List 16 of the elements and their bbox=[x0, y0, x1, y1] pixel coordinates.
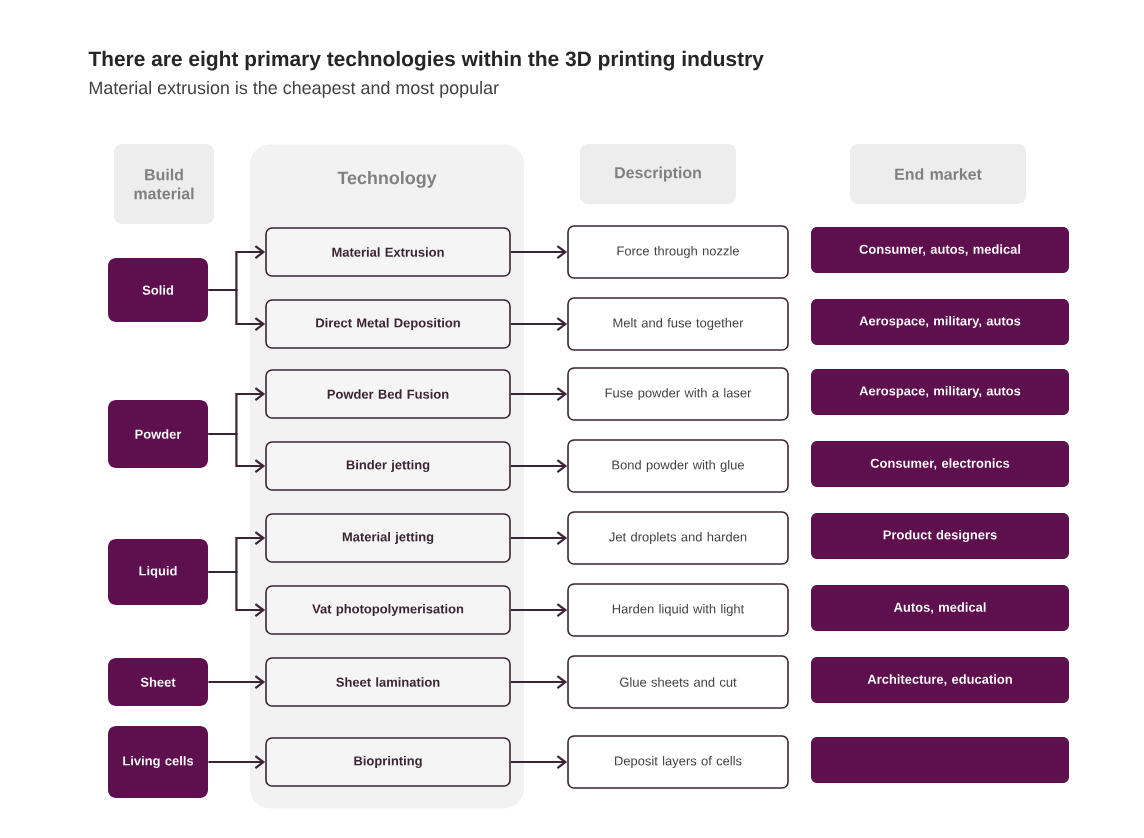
arrow bbox=[510, 245, 568, 259]
arrow bbox=[208, 570, 266, 617]
subtitle: Material extrusion is the cheapest and most popular bbox=[89, 81, 499, 98]
arrow bbox=[510, 675, 568, 689]
market-box bbox=[811, 737, 1069, 783]
arrow bbox=[208, 755, 266, 769]
arrow bbox=[510, 603, 568, 617]
arrow bbox=[510, 317, 568, 331]
title: There are eight primary technologies within the 3D printing industry bbox=[88, 50, 764, 71]
arrow bbox=[208, 432, 266, 473]
arrow bbox=[510, 387, 568, 401]
arrow bbox=[510, 755, 568, 769]
arrow bbox=[510, 459, 568, 473]
arrow bbox=[510, 531, 568, 545]
arrow bbox=[208, 288, 266, 331]
arrow bbox=[208, 675, 266, 689]
